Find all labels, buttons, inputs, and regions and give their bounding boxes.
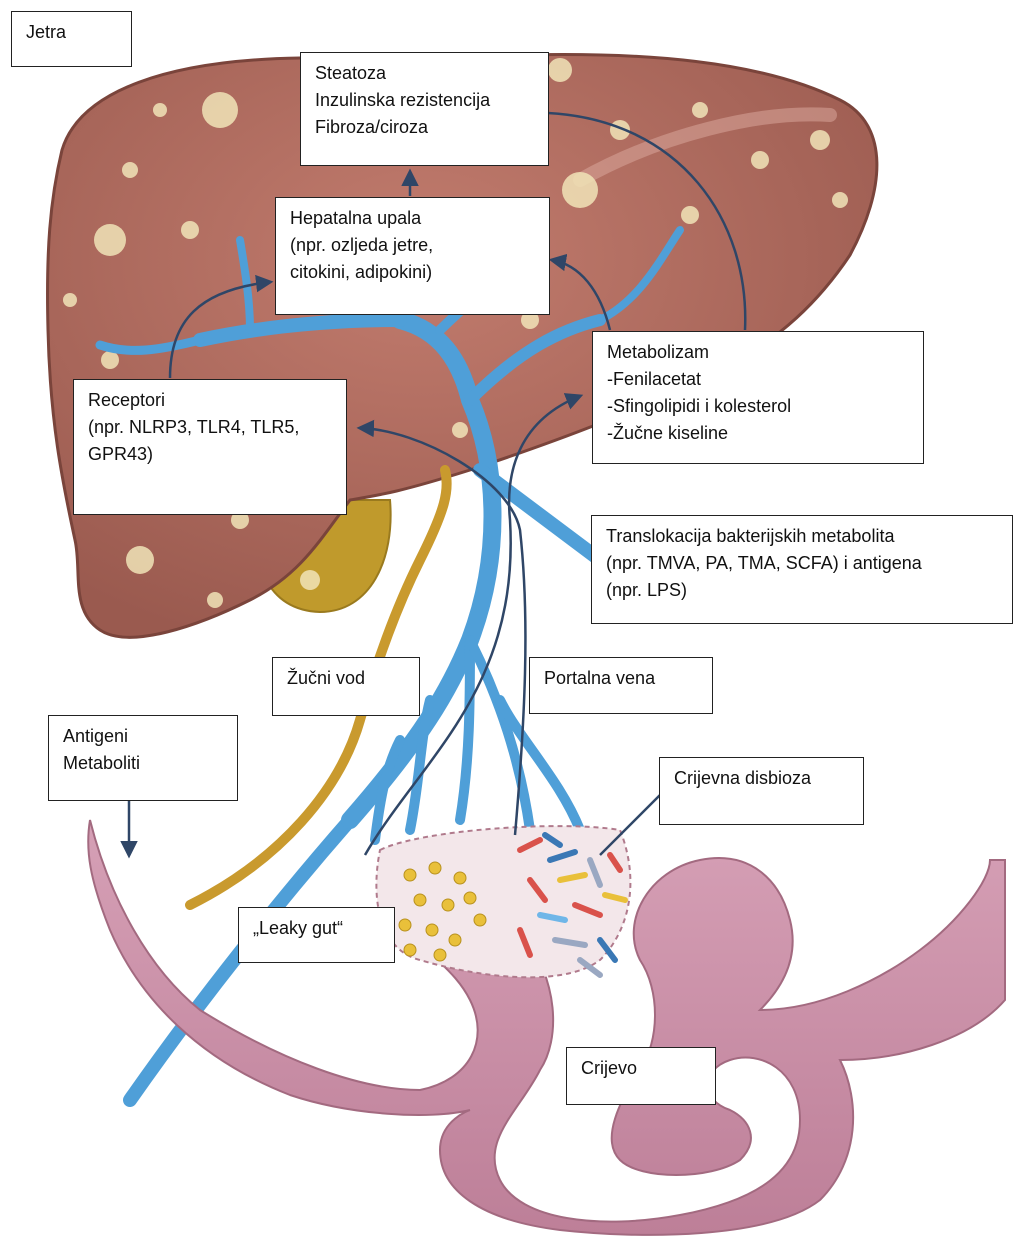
- metabolism-item-phenylacetate: -Fenilacetat: [607, 366, 909, 393]
- dysbiosis-label: Crijevna disbioza: [659, 757, 864, 825]
- outcome-insulin-resistance: Inzulinska rezistencija: [315, 87, 534, 114]
- outcome-fibrosis: Fibroza/ciroza: [315, 114, 534, 141]
- outcomes-label: Steatoza Inzulinska rezistencija Fibroza…: [300, 52, 549, 166]
- leaky-gut-label-text: „Leaky gut“: [253, 915, 380, 942]
- metabolism-title: Metabolizam: [607, 339, 909, 366]
- portal-vein-label: Portalna vena: [529, 657, 713, 714]
- translocation-label: Translokacija bakterijskih metabolita (n…: [591, 515, 1013, 624]
- dysbiosis-label-text: Crijevna disbioza: [674, 765, 849, 792]
- antigens-label: Antigeni Metaboliti: [48, 715, 238, 801]
- inflammation-label: Hepatalna upala (npr. ozljeda jetre, cit…: [275, 197, 550, 315]
- leaky-gut-label: „Leaky gut“: [238, 907, 395, 963]
- metabolism-item-bile-acids: -Žučne kiseline: [607, 420, 909, 447]
- bile-duct-label: Žučni vod: [272, 657, 420, 716]
- translocation-line-3: (npr. LPS): [606, 577, 998, 604]
- inflammation-title: Hepatalna upala: [290, 205, 535, 232]
- metabolism-item-sphingolipids: -Sfingolipidi i kolesterol: [607, 393, 909, 420]
- receptors-title: Receptori: [88, 387, 332, 414]
- receptors-line-2: (npr. NLRP3, TLR4, TLR5,: [88, 414, 332, 441]
- translocation-title: Translokacija bakterijskih metabolita: [606, 523, 998, 550]
- outcome-steatoza: Steatoza: [315, 60, 534, 87]
- inflammation-line-3: citokini, adipokini): [290, 259, 535, 286]
- bile-duct-label-text: Žučni vod: [287, 665, 405, 692]
- jetra-label: Jetra: [11, 11, 132, 67]
- portal-vein-label-text: Portalna vena: [544, 665, 698, 692]
- antigens-line-2: Metaboliti: [63, 750, 223, 777]
- receptors-line-3: GPR43): [88, 441, 332, 468]
- intestine-label-text: Crijevo: [581, 1055, 701, 1082]
- intestine-label: Crijevo: [566, 1047, 716, 1105]
- metabolism-label: Metabolizam -Fenilacetat -Sfingolipidi i…: [592, 331, 924, 464]
- jetra-label-text: Jetra: [26, 19, 117, 46]
- receptors-label: Receptori (npr. NLRP3, TLR4, TLR5, GPR43…: [73, 379, 347, 515]
- translocation-line-2: (npr. TMVA, PA, TMA, SCFA) i antigena: [606, 550, 998, 577]
- inflammation-line-2: (npr. ozljeda jetre,: [290, 232, 535, 259]
- antigens-line-1: Antigeni: [63, 723, 223, 750]
